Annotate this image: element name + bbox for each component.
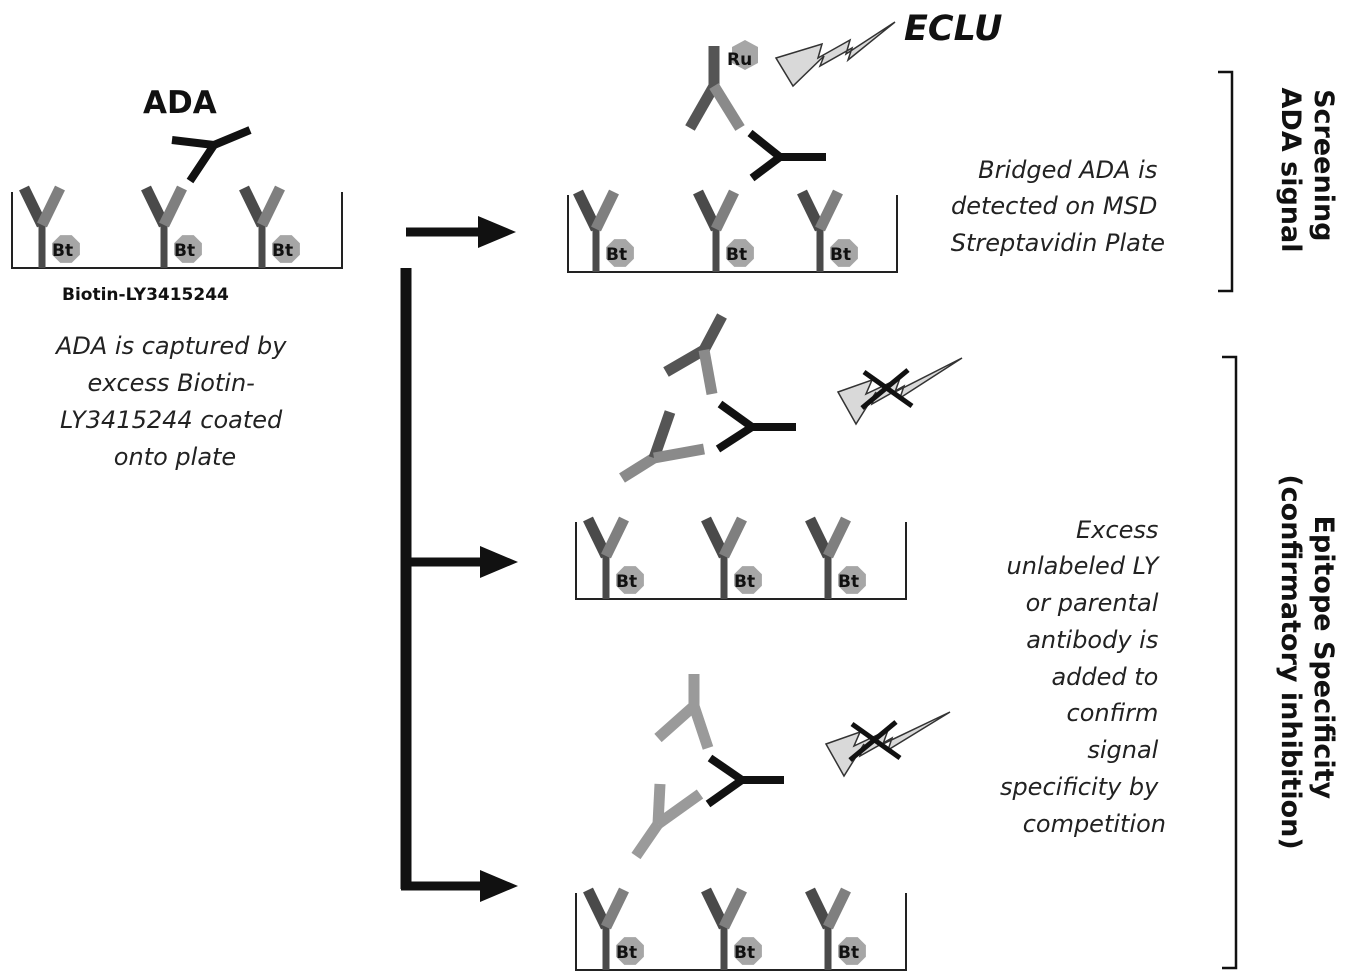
biotin-hexagon	[52, 235, 80, 263]
blocked-flash-1	[836, 357, 963, 426]
biotinylated-antibody: Bt	[19, 185, 80, 268]
ru-label: Ru	[727, 50, 752, 70]
inhibition-2-antibodies: Bt Bt Bt	[583, 887, 866, 970]
ru-hexagon	[732, 40, 758, 70]
screening-line-1: Screening	[1308, 89, 1339, 241]
biotinylated-antibody: Bt	[583, 516, 644, 599]
ada-label: ADA	[143, 85, 217, 121]
bt-label: Bt	[830, 245, 851, 265]
excess-line-7: signal	[1087, 736, 1158, 764]
epitope-label: Epitope Specificity (confirmatory inhibi…	[1275, 474, 1339, 849]
bridged-line-3: Streptavidin Plate	[951, 229, 1165, 257]
capture-line-4: onto plate	[114, 443, 236, 471]
unlabeled-antibody-1a	[663, 313, 727, 395]
biotin-hexagon	[726, 239, 754, 267]
unlabeled-antibody-1b	[619, 410, 705, 483]
biotin-hexagon	[734, 937, 762, 965]
parental-antibody-2b	[631, 783, 704, 860]
screening-bracket	[1218, 70, 1234, 293]
inhibition-well-2	[575, 893, 907, 971]
bt-label: Bt	[272, 241, 293, 261]
biotinylated-antibody: Bt	[701, 887, 762, 970]
arrow-to-screening	[406, 216, 516, 248]
biotin-hexagon	[616, 566, 644, 594]
biotinylated-antibody: Bt	[701, 516, 762, 599]
arrow-to-inhibition-2	[401, 870, 518, 902]
bridged-line-2: detected on MSD	[951, 192, 1157, 220]
excess-line-3: or parental	[1026, 589, 1159, 617]
biotin-hexagon	[272, 235, 300, 263]
excess-description: Excess unlabeled LY or parental antibody…	[1000, 516, 1166, 838]
excess-line-9: competition	[1023, 810, 1166, 838]
ru-labeled-antibody	[685, 40, 758, 131]
excess-line-8: specificity by	[1000, 773, 1159, 801]
epitope-line-1: Epitope Specificity	[1308, 515, 1339, 799]
biotinylated-antibody: Bt	[805, 887, 866, 970]
biotin-hexagon	[174, 235, 202, 263]
capture-well	[11, 192, 343, 269]
arrow-to-inhibition-1	[406, 546, 518, 578]
bt-label: Bt	[838, 572, 859, 592]
epitope-line-2: (confirmatory inhibition)	[1275, 474, 1306, 849]
excess-line-2: unlabeled LY	[1007, 552, 1161, 580]
bridged-ada	[747, 129, 826, 182]
biotinylated-antibody: Bt	[573, 189, 634, 272]
excess-line-6: confirm	[1067, 699, 1159, 727]
excess-line-5: added to	[1051, 663, 1158, 691]
capture-line-3: LY3415244 coated	[60, 406, 283, 434]
capture-line-1: ADA is captured by	[54, 332, 287, 360]
biotinylated-antibody: Bt	[141, 185, 202, 268]
biotin-hexagon	[838, 566, 866, 594]
capture-description: ADA is captured by excess Biotin- LY3415…	[54, 332, 294, 471]
bt-label: Bt	[734, 943, 755, 963]
parental-antibody-2a	[654, 674, 714, 750]
biotin-hexagon	[830, 239, 858, 267]
biotin-hexagon	[616, 937, 644, 965]
bt-label: Bt	[734, 572, 755, 592]
biotinylated-antibody: Bt	[805, 516, 866, 599]
blocked-flash-2	[824, 711, 951, 778]
epitope-bracket	[1222, 355, 1238, 970]
biotin-label: Biotin-LY3415244	[62, 285, 229, 305]
ada-antibody-1	[715, 400, 796, 453]
biotin-hexagon	[606, 239, 634, 267]
bt-label: Bt	[616, 572, 637, 592]
inhibition-1-antibodies: Bt Bt Bt	[583, 516, 866, 599]
bt-label: Bt	[52, 241, 73, 261]
ada-antibody	[171, 126, 252, 184]
screening-line-2: ADA signal	[1275, 88, 1306, 253]
excess-line-4: antibody is	[1026, 626, 1158, 654]
bt-label: Bt	[606, 245, 627, 265]
bt-label: Bt	[726, 245, 747, 265]
biotin-hexagon	[734, 566, 762, 594]
biotin-hexagon	[838, 937, 866, 965]
biotinylated-antibody: Bt	[797, 189, 858, 272]
eclu-flash	[774, 21, 896, 88]
biotinylated-antibody: Bt	[693, 189, 754, 272]
bt-label: Bt	[616, 943, 637, 963]
ada-antibody-2	[705, 754, 784, 808]
screening-well	[567, 195, 898, 273]
eclu-label: ECLU	[904, 9, 1002, 49]
capture-antibodies: Bt Bt Bt	[19, 185, 300, 268]
biotinylated-antibody: Bt	[239, 185, 300, 268]
bt-label: Bt	[174, 241, 195, 261]
bridged-description: Bridged ADA is detected on MSD Streptavi…	[951, 156, 1165, 257]
biotinylated-antibody: Bt	[583, 887, 644, 970]
bridged-line-1: Bridged ADA is	[978, 156, 1157, 184]
inhibition-well-1	[575, 522, 907, 600]
capture-line-2: excess Biotin-	[88, 369, 255, 397]
screening-antibodies: Bt Bt Bt	[573, 189, 858, 272]
screening-label: Screening ADA signal	[1275, 88, 1339, 253]
excess-line-1: Excess	[1076, 516, 1158, 544]
bt-label: Bt	[838, 943, 859, 963]
